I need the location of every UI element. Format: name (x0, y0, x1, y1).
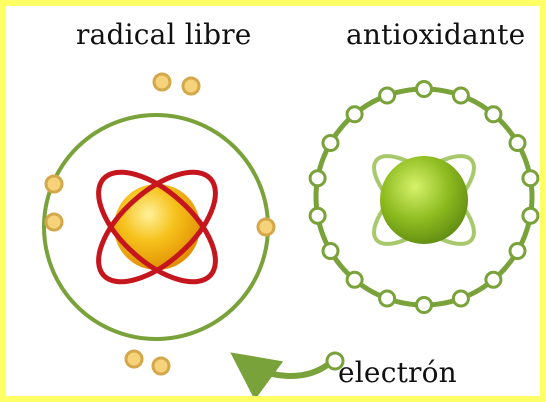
electron-transfer-arrow (238, 353, 343, 376)
antioxidant-atom (310, 82, 538, 313)
electron-dot (258, 219, 274, 235)
electron-dot (154, 74, 170, 90)
free-radical-atom (44, 74, 274, 374)
electron-dot (310, 208, 325, 223)
electron-dot (380, 291, 395, 306)
electron-dot (153, 358, 169, 374)
electron-dot (380, 88, 395, 103)
electron-dot (347, 272, 362, 287)
electron-dot (347, 107, 362, 122)
electron-dot (126, 351, 142, 367)
electron-dot (323, 136, 338, 151)
electron-dot (486, 107, 501, 122)
electron-dot (510, 244, 525, 259)
electron-dot (417, 298, 432, 313)
electron-dot (46, 214, 62, 230)
electron-dot (486, 272, 501, 287)
electron-dot (310, 171, 325, 186)
antioxidant-nucleus (380, 156, 468, 244)
electron-dot (46, 176, 62, 192)
electron-dot (183, 78, 199, 94)
electron-dot (523, 171, 538, 186)
diagram-canvas: radical libre antioxidante electrón (6, 6, 540, 396)
electron-dot (523, 208, 538, 223)
electron-dot (453, 88, 468, 103)
donated-electron (327, 353, 343, 369)
electron-dot (453, 291, 468, 306)
electron-dot (417, 82, 432, 97)
electron-dot (323, 244, 338, 259)
diagram-graphics (6, 6, 540, 396)
free-radical-nucleus (114, 184, 200, 270)
curved-arrow-icon (238, 358, 330, 376)
electron-dot (510, 136, 525, 151)
